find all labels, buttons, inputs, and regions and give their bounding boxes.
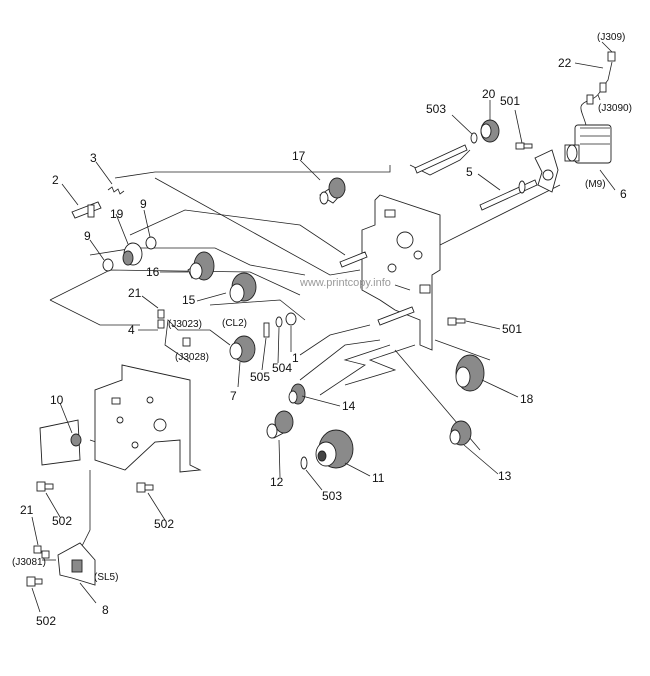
connector-icon <box>33 545 42 554</box>
callout-16: 16 <box>146 265 160 279</box>
gear-11 <box>315 429 354 469</box>
callout-502-left: 502 <box>52 514 72 528</box>
callout-2: 2 <box>52 173 59 187</box>
connector-tags: (J309) (J3090) (M9) (J3023) (J3028) (CL2… <box>12 32 632 583</box>
e-ring-503-lower <box>300 456 308 470</box>
connector-icon <box>599 82 607 93</box>
e-ring-504 <box>275 316 283 328</box>
callout-503-lower: 503 <box>322 489 342 503</box>
callout-501-upper: 501 <box>500 94 520 108</box>
connector-icon <box>182 337 191 347</box>
callout-19: 19 <box>110 207 124 221</box>
connector-icon <box>607 51 616 62</box>
callout-22: 22 <box>558 56 572 70</box>
motor-m9 <box>564 124 612 164</box>
callout-4: 4 <box>128 323 135 337</box>
pin-505 <box>263 322 270 338</box>
tag-j3090: (J3090) <box>598 103 632 114</box>
tag-sl5: (SL5) <box>94 572 118 583</box>
callout-6: 6 <box>620 187 627 201</box>
callout-502-bottom: 502 <box>36 614 56 628</box>
gear-16 <box>187 251 215 281</box>
clutch-harness-wire <box>164 319 231 363</box>
gear-17 <box>319 177 346 205</box>
callout-501-lower: 501 <box>502 322 522 336</box>
callout-20: 20 <box>482 87 496 101</box>
callout-504: 504 <box>272 361 292 375</box>
tag-cl2: (CL2) <box>222 318 247 329</box>
callout-7: 7 <box>230 389 237 403</box>
callout-3: 3 <box>90 151 97 165</box>
bushing-9-lower <box>102 258 114 272</box>
connector-icon <box>157 309 165 319</box>
leader-lines <box>31 41 616 613</box>
spring-3 <box>107 186 125 195</box>
tag-m9: (M9) <box>585 179 606 190</box>
connector-icon <box>157 319 165 329</box>
assembly-outline-lines <box>49 149 561 561</box>
tag-j309: (J309) <box>597 32 625 43</box>
tag-j3081: (J3081) <box>12 557 46 568</box>
callout-21-lower: 21 <box>20 503 34 517</box>
lever-2 <box>71 201 102 219</box>
bushing-10 <box>70 433 82 447</box>
callout-9-upper: 9 <box>140 197 147 211</box>
connector-icon <box>41 550 50 559</box>
motor-harness-wire <box>580 61 613 126</box>
watermark: www.printcopy.info <box>299 277 391 289</box>
callout-5: 5 <box>466 165 473 179</box>
callout-8: 8 <box>102 603 109 617</box>
callout-502-center: 502 <box>154 517 174 531</box>
gear-19 <box>122 242 143 266</box>
gear-13 <box>449 420 472 446</box>
bushing-9-upper <box>145 236 157 250</box>
callout-505: 505 <box>250 370 270 384</box>
gear-14 <box>288 383 306 405</box>
screw-icon <box>447 317 466 326</box>
callout-numbers: 1 2 3 4 5 6 7 8 9 9 10 11 12 13 14 15 16… <box>20 56 627 628</box>
shaft-upper <box>414 144 468 174</box>
callout-11: 11 <box>372 471 385 485</box>
callout-503-upper: 503 <box>426 102 446 116</box>
screw-icon <box>36 481 54 492</box>
tag-j3028: (J3028) <box>175 352 209 363</box>
lower-left-frame <box>39 364 202 473</box>
central-frame-plate <box>339 194 441 351</box>
callout-15: 15 <box>182 293 196 307</box>
callout-9-lower: 9 <box>84 229 91 243</box>
e-ring-503 <box>470 132 478 144</box>
callout-17: 17 <box>292 149 306 163</box>
gear-12 <box>266 410 294 439</box>
callout-21-upper: 21 <box>128 286 142 300</box>
gear-15 <box>229 272 257 303</box>
gear-18 <box>455 354 485 392</box>
motor-bracket <box>534 149 559 193</box>
screw-icon <box>515 142 533 150</box>
screw-icon <box>136 482 154 493</box>
callout-1: 1 <box>292 351 299 365</box>
clutch-7 <box>229 335 256 363</box>
solenoid-8 <box>57 542 96 586</box>
callout-18: 18 <box>520 392 534 406</box>
callout-14: 14 <box>342 399 356 413</box>
callout-12: 12 <box>270 475 284 489</box>
connector-icon <box>586 94 594 105</box>
callout-13: 13 <box>498 469 512 483</box>
gear-20 <box>480 119 500 143</box>
tag-j3023: (J3023) <box>168 319 202 330</box>
callout-10: 10 <box>50 393 64 407</box>
shaft-5 <box>479 179 538 211</box>
bushing-1 <box>285 312 297 326</box>
screw-icon <box>26 576 43 587</box>
